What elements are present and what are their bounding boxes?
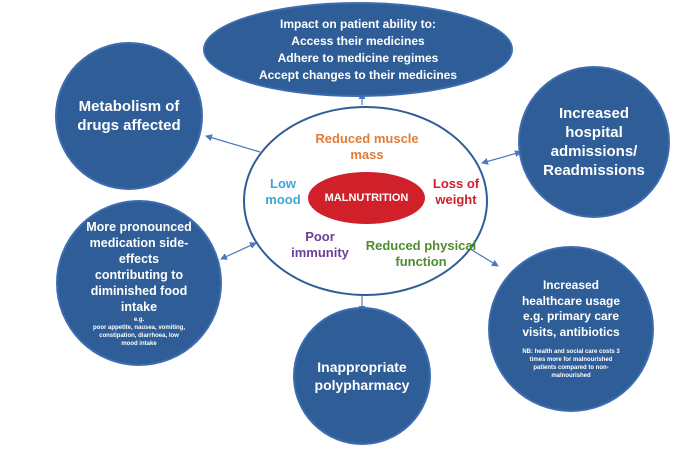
healthcare-line: healthcare usage bbox=[521, 293, 621, 308]
healthcare-note: NB: health and social care costs 3 times… bbox=[508, 348, 633, 380]
immunity-line: Poor bbox=[305, 229, 335, 244]
metabolism-line: Metabolism of bbox=[78, 98, 180, 115]
weight-line: weight bbox=[435, 192, 477, 207]
patient-ability-oval: Impact on patient ability to: Access the… bbox=[203, 2, 513, 97]
top-oval-line: Accept changes to their medicines bbox=[258, 67, 458, 82]
top-oval-line: Access their medicines bbox=[291, 33, 425, 48]
side-effects-example-line: mood intake bbox=[121, 340, 157, 347]
malnutrition-label: MALNUTRITION bbox=[324, 192, 409, 204]
label-low-mood: Low mood bbox=[258, 176, 308, 208]
healthcare-note-line: malnourished bbox=[551, 373, 591, 379]
polypharmacy-line: polypharmacy bbox=[314, 377, 410, 393]
polypharmacy-bubble: Inappropriate polypharmacy bbox=[293, 307, 431, 445]
physical-line: Reduced physical bbox=[365, 238, 477, 253]
side-effects-example-line: constipation, diarrhoea, low bbox=[99, 332, 179, 339]
top-oval-line: Adhere to medicine regimes bbox=[277, 50, 439, 65]
immunity-line: immunity bbox=[291, 245, 349, 260]
healthcare-note-line: times more for malnourished bbox=[529, 357, 613, 363]
side-effects-line: effects bbox=[118, 251, 160, 266]
muscle-line: Reduced muscle bbox=[315, 131, 419, 146]
arrow-hospital-link bbox=[481, 150, 522, 165]
healthcare-usage-bubble: Increased healthcare usage e.g. primary … bbox=[488, 246, 654, 412]
metabolism-bubble: Metabolism of drugs affected bbox=[55, 42, 203, 190]
hospital-line: Increased bbox=[558, 105, 630, 122]
side-effects-line: More pronounced bbox=[86, 219, 192, 234]
side-effects-example-line: poor appetite, nausea, vomiting, bbox=[92, 324, 185, 331]
muscle-line: mass bbox=[350, 147, 384, 162]
side-effects-line: intake bbox=[120, 299, 158, 314]
arrow-side-effects-link bbox=[220, 242, 257, 260]
healthcare-line: visits, antibiotics bbox=[522, 324, 620, 339]
top-oval-line: Impact on patient ability to: bbox=[279, 16, 436, 31]
label-poor-immunity: Poor immunity bbox=[285, 229, 355, 261]
side-effects-examples: poor appetite, nausea, vomiting, constip… bbox=[83, 324, 195, 348]
label-loss-of-weight: Loss of weight bbox=[428, 176, 484, 208]
healthcare-note-line: NB: health and social care costs 3 bbox=[522, 349, 620, 355]
hospital-admissions-bubble: Increased hospital admissions/ Readmissi… bbox=[518, 66, 670, 218]
malnutrition-core: MALNUTRITION bbox=[308, 172, 425, 224]
polypharmacy-line: Inappropriate bbox=[317, 359, 407, 375]
side-effects-line: diminished food bbox=[90, 283, 188, 298]
side-effects-eg: e.g. bbox=[133, 316, 145, 323]
low-mood-line: mood bbox=[265, 192, 301, 207]
side-effects-line: contributing to bbox=[94, 267, 184, 282]
healthcare-note-line: patients compared to non- bbox=[533, 365, 609, 371]
label-reduced-physical-function: Reduced physical function bbox=[360, 238, 482, 270]
side-effects-bubble: More pronounced medication side- effects… bbox=[56, 200, 222, 366]
arrow-to-metabolism bbox=[205, 134, 261, 153]
center-ring bbox=[243, 106, 488, 296]
hospital-line: Readmissions bbox=[543, 162, 645, 179]
healthcare-line: e.g. primary care bbox=[522, 309, 620, 323]
side-effects-line: medication side- bbox=[89, 235, 189, 250]
hospital-line: admissions/ bbox=[550, 143, 638, 160]
hospital-line: hospital bbox=[565, 124, 623, 141]
healthcare-line: Increased bbox=[542, 278, 600, 292]
arrow-to-healthcare bbox=[466, 246, 499, 267]
label-reduced-muscle-mass: Reduced muscle mass bbox=[303, 131, 431, 163]
metabolism-line: drugs affected bbox=[77, 117, 181, 134]
low-mood-line: Low bbox=[270, 176, 296, 191]
physical-line: function bbox=[395, 254, 447, 269]
weight-line: Loss of bbox=[432, 176, 480, 191]
